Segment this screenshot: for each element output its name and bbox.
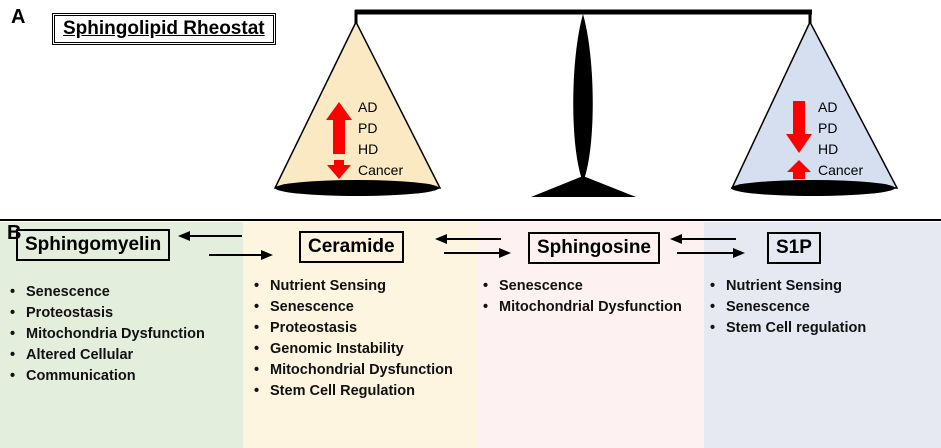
- list-item: Senescence: [481, 276, 682, 297]
- list-item: Altered Cellular: [8, 345, 205, 366]
- rheostat-title: Sphingolipid Rheostat: [52, 13, 276, 45]
- list-item: Mitochondria Dysfunction: [8, 324, 205, 345]
- right-cone-base: [731, 180, 895, 196]
- equilibrium-arrow-cer-sph: [435, 234, 511, 258]
- list-item: Proteostasis: [8, 303, 205, 324]
- list-item: Mitochondrial Dysfunction: [481, 297, 682, 318]
- right-cone-item: Cancer: [818, 162, 864, 178]
- sphingomyelin-list: Senescence Proteostasis Mitochondria Dys…: [8, 282, 205, 387]
- sphingomyelin-box: Sphingomyelin: [16, 229, 171, 261]
- left-cone-list: AD PD HD Cancer: [358, 97, 403, 181]
- list-item: Nutrient Sensing: [708, 276, 866, 297]
- balance-stand-base: [531, 176, 636, 197]
- equilibrium-arrow-sm-cer: [178, 231, 273, 260]
- sphingosine-list: Senescence Mitochondrial Dysfunction: [481, 276, 682, 318]
- left-up-arrow: [326, 102, 352, 154]
- right-cone-list: AD PD HD Cancer: [818, 97, 863, 181]
- right-up-arrow: [787, 160, 811, 179]
- left-cone-base: [275, 180, 439, 196]
- left-cone-item: AD: [358, 99, 378, 115]
- list-item: Stem Cell regulation: [708, 318, 866, 339]
- ceramide-box: Ceramide: [299, 231, 404, 263]
- balance-stand-post: [573, 14, 593, 182]
- panel-a-letter: A: [11, 6, 26, 28]
- list-item: Genomic Instability: [252, 339, 453, 360]
- right-down-arrow: [786, 101, 812, 153]
- left-down-arrow: [327, 160, 351, 179]
- sphingosine-box: Sphingosine: [528, 232, 660, 264]
- s1p-list: Nutrient Sensing Senescence Stem Cell re…: [708, 276, 866, 339]
- column-bg-sphingosine: [478, 222, 704, 448]
- right-cone: [730, 20, 899, 189]
- list-item-continuation: Communication: [8, 366, 205, 387]
- equilibrium-arrow-sph-s1p: [670, 234, 745, 258]
- list-item: Senescence: [252, 297, 453, 318]
- list-item: Senescence: [708, 297, 866, 318]
- left-cone-item: HD: [358, 141, 379, 157]
- list-item: Nutrient Sensing: [252, 276, 453, 297]
- s1p-box: S1P: [767, 232, 821, 264]
- left-cone-item: Cancer: [358, 162, 404, 178]
- right-cone-item: PD: [818, 120, 838, 136]
- left-cone-item: PD: [358, 120, 378, 136]
- list-item: Stem Cell Regulation: [252, 381, 453, 402]
- list-item: Proteostasis: [252, 318, 453, 339]
- right-cone-item: HD: [818, 141, 839, 157]
- right-cone-item: AD: [818, 99, 838, 115]
- list-item: Senescence: [8, 282, 205, 303]
- list-item: Mitochondrial Dysfunction: [252, 360, 453, 381]
- ceramide-list: Nutrient Sensing Senescence Proteostasis…: [252, 276, 453, 402]
